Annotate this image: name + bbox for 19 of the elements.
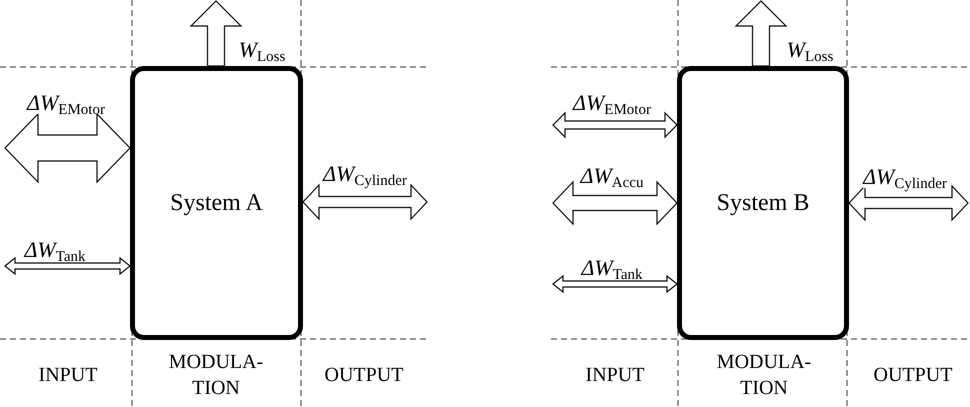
column-label: MODULA- TION [716, 350, 812, 401]
double-block-arrow [552, 180, 678, 226]
system-label: System B [716, 189, 810, 218]
column-label: MODULA- TION [168, 350, 264, 401]
system-box [677, 66, 849, 340]
system-box [130, 66, 303, 340]
block-arrow [190, 0, 242, 67]
block-arrow [734, 0, 788, 67]
double-block-arrow [4, 112, 131, 184]
double-block-arrow [848, 184, 969, 222]
double-block-arrow [552, 112, 678, 138]
double-block-arrow [4, 256, 131, 276]
system-label: System A [170, 189, 263, 218]
double-block-arrow [302, 183, 428, 221]
column-label: OUTPUT [324, 363, 404, 388]
column-label: OUTPUT [872, 363, 954, 388]
double-block-arrow [552, 274, 678, 294]
column-label: INPUT [584, 363, 646, 388]
column-label: INPUT [38, 363, 98, 388]
